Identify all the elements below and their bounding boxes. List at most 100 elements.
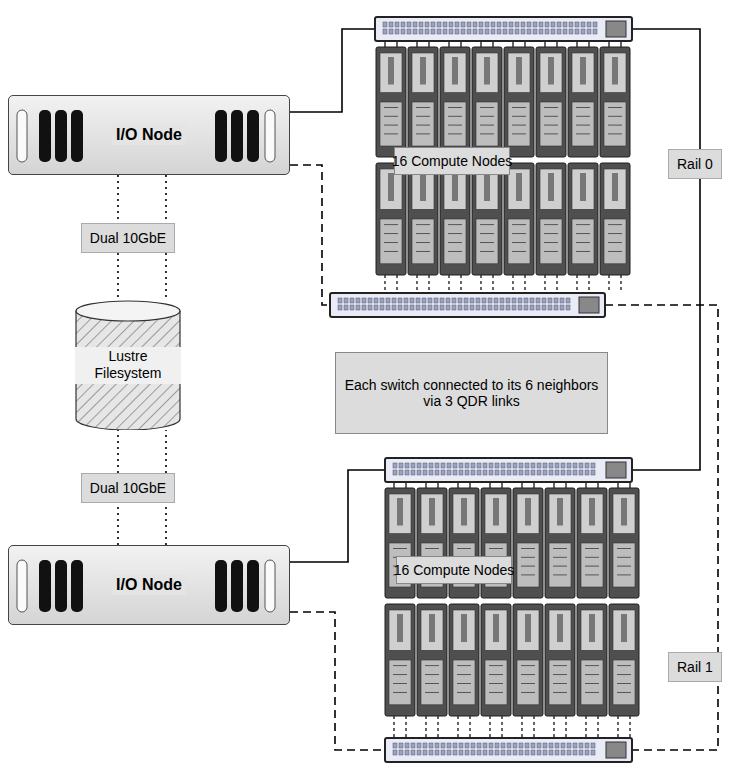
blade-vent bbox=[448, 125, 462, 126]
switch-port bbox=[543, 470, 547, 475]
switch-port bbox=[519, 463, 523, 468]
blade-vent bbox=[553, 566, 567, 567]
switch-port bbox=[393, 463, 397, 468]
drive-bay bbox=[55, 110, 67, 162]
switch-port bbox=[447, 470, 451, 475]
switch-port bbox=[548, 298, 552, 303]
switch-link bbox=[428, 275, 429, 293]
infiniband-switch bbox=[385, 738, 632, 762]
blade-body bbox=[609, 604, 639, 716]
drive-bay bbox=[215, 560, 227, 612]
switch-port bbox=[338, 298, 342, 303]
blade-handle bbox=[388, 173, 394, 201]
blade-vent bbox=[585, 574, 599, 575]
switch-port bbox=[555, 743, 559, 748]
blade-vent bbox=[480, 251, 494, 252]
switch-port bbox=[579, 743, 583, 748]
switch-port bbox=[482, 298, 486, 303]
blade-body bbox=[481, 604, 511, 716]
compute-blade bbox=[568, 163, 598, 275]
switch-port bbox=[383, 22, 387, 27]
blade-vent bbox=[393, 692, 407, 693]
switch-port bbox=[413, 29, 417, 34]
switch-port bbox=[417, 470, 421, 475]
blade-panel bbox=[412, 169, 434, 209]
switch-port bbox=[350, 305, 354, 310]
blade-panel bbox=[581, 543, 603, 587]
switch-port bbox=[446, 305, 450, 310]
blade-vent bbox=[425, 548, 439, 549]
switch-port bbox=[573, 743, 577, 748]
blade-vent bbox=[576, 224, 590, 225]
switch-port bbox=[527, 22, 531, 27]
switch-port bbox=[431, 29, 435, 34]
switch-port bbox=[483, 463, 487, 468]
switch-port bbox=[539, 29, 543, 34]
switch-port bbox=[405, 470, 409, 475]
switch-port bbox=[423, 463, 427, 468]
switch-port bbox=[591, 750, 595, 755]
switch-port bbox=[423, 750, 427, 755]
blade-vent bbox=[480, 125, 494, 126]
io-uplink bbox=[290, 612, 385, 750]
switch-link bbox=[553, 716, 554, 738]
switch-port bbox=[452, 305, 456, 310]
switch-link bbox=[512, 275, 513, 293]
blade-vent bbox=[521, 566, 535, 567]
switch-port bbox=[471, 470, 475, 475]
switch-port bbox=[425, 22, 429, 27]
blade-vent bbox=[521, 683, 535, 684]
switch-port bbox=[587, 29, 591, 34]
blade-panel bbox=[581, 660, 603, 705]
blade-vent bbox=[393, 683, 407, 684]
switch-port bbox=[491, 22, 495, 27]
switch-port bbox=[543, 463, 547, 468]
switch-link bbox=[480, 275, 481, 293]
switch-port bbox=[575, 22, 579, 27]
switch-port bbox=[525, 743, 529, 748]
switch-port bbox=[399, 750, 403, 755]
blade-handle bbox=[580, 173, 586, 201]
switch-port bbox=[399, 470, 403, 475]
switch-port bbox=[459, 470, 463, 475]
blade-panel bbox=[581, 610, 603, 650]
switch-port bbox=[386, 305, 390, 310]
switch-port bbox=[536, 305, 540, 310]
blade-panel bbox=[421, 494, 443, 534]
compute-blade bbox=[609, 604, 639, 716]
switch-port bbox=[591, 743, 595, 748]
switch-port bbox=[545, 29, 549, 34]
switch-link bbox=[492, 275, 493, 293]
rail-label: Rail 1 bbox=[668, 652, 722, 682]
switch-port bbox=[422, 298, 426, 303]
switch-port bbox=[392, 305, 396, 310]
blade-handle bbox=[452, 57, 458, 85]
switch-link bbox=[524, 275, 525, 293]
blade-panel bbox=[549, 660, 571, 705]
blade-vent bbox=[608, 116, 622, 117]
blade-handle bbox=[493, 498, 499, 526]
blade-panel bbox=[444, 169, 466, 209]
switch-port bbox=[593, 22, 597, 27]
switch-port bbox=[485, 29, 489, 34]
switch-link bbox=[501, 716, 502, 738]
drive-bay bbox=[39, 110, 51, 162]
blade-vent bbox=[384, 116, 398, 117]
switch-link bbox=[469, 716, 470, 738]
switch-port bbox=[395, 29, 399, 34]
blade-vent bbox=[617, 692, 631, 693]
switch-port bbox=[447, 750, 451, 755]
switch-port bbox=[407, 29, 411, 34]
switch-port bbox=[495, 463, 499, 468]
blade-vent bbox=[457, 548, 471, 549]
node-text: 16 Compute Nodes bbox=[394, 562, 515, 578]
switch-port bbox=[513, 463, 517, 468]
blade-panel bbox=[389, 660, 411, 705]
blade-vent bbox=[425, 674, 439, 675]
switch-port bbox=[512, 298, 516, 303]
switch-port bbox=[404, 305, 408, 310]
blade-handle bbox=[548, 57, 554, 85]
switch-port bbox=[482, 305, 486, 310]
blade-vent bbox=[576, 116, 590, 117]
blade-body bbox=[513, 604, 543, 716]
